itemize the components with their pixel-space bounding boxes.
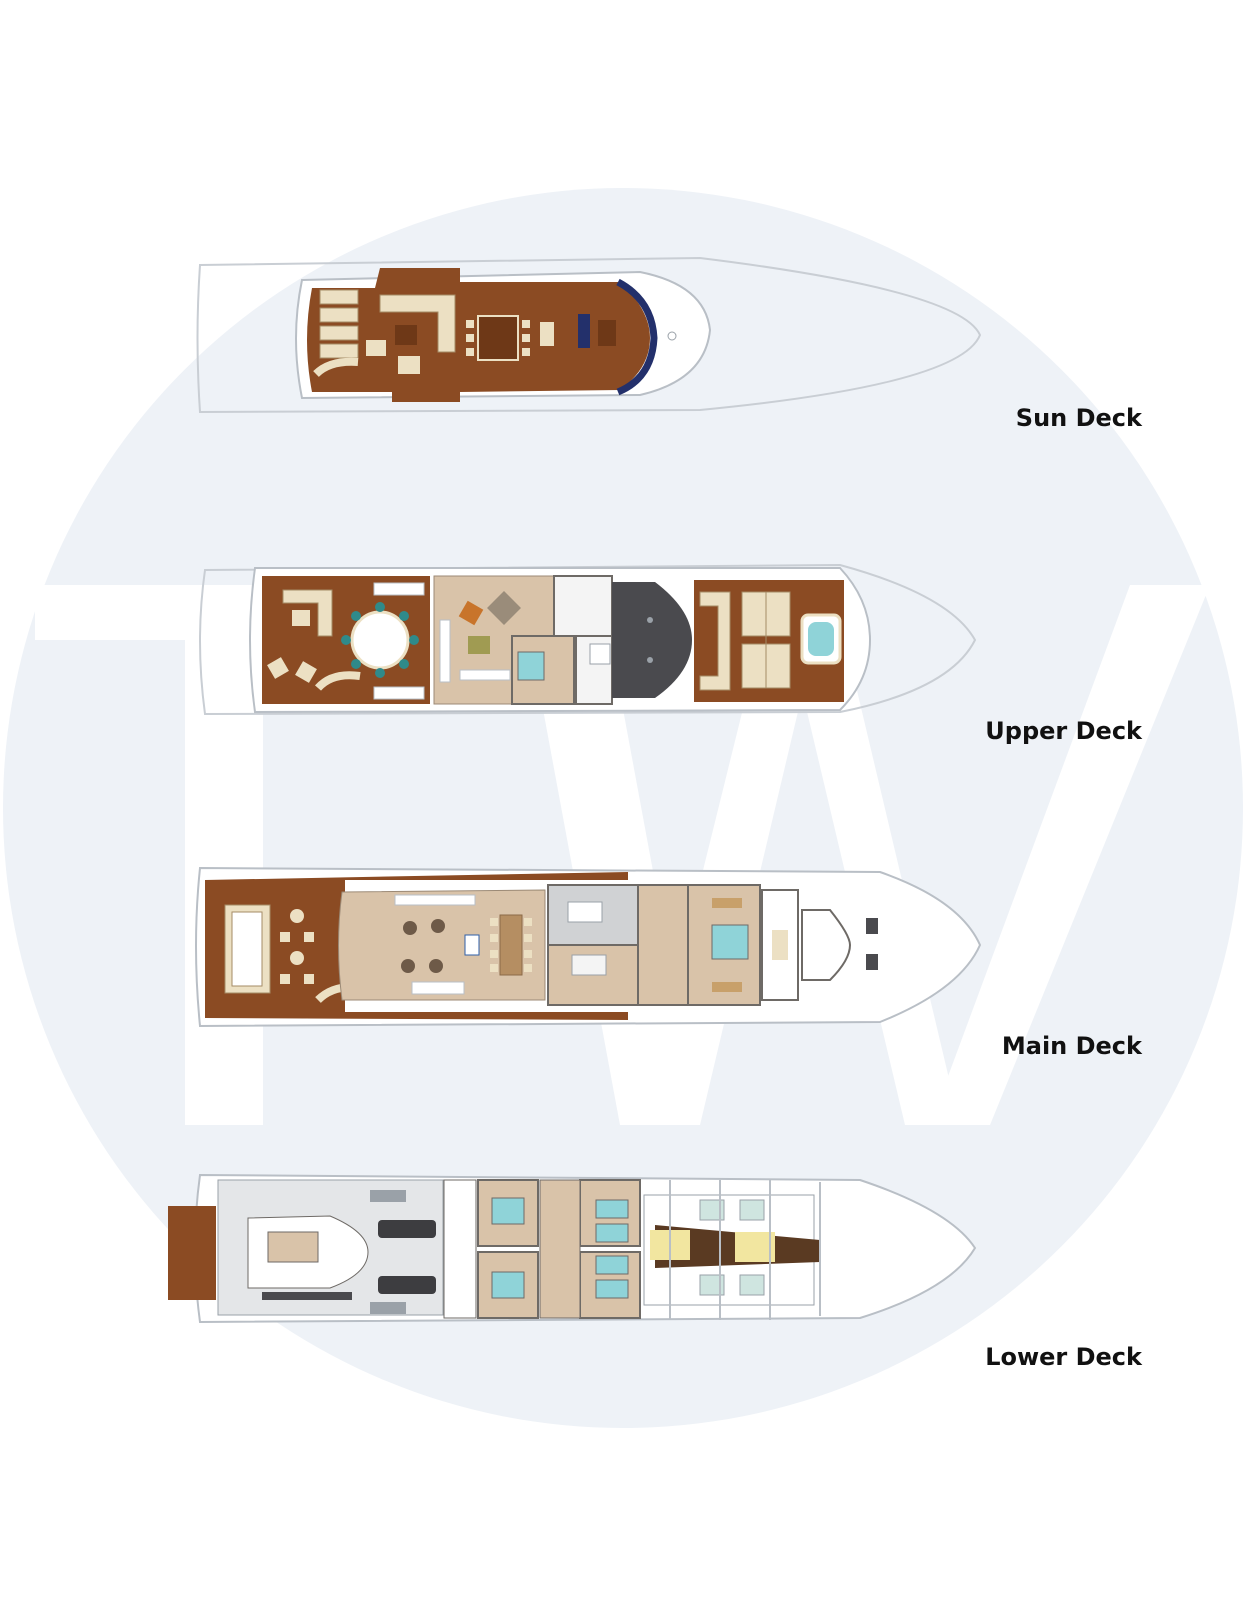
sun-deck-sunbeds: [319, 289, 359, 359]
sun-deck-windscreen: [616, 278, 658, 396]
upper-deck-label: Upper Deck: [985, 717, 1142, 745]
main-deck-saloon: [338, 889, 546, 1001]
lower-deck-engines: [378, 1220, 436, 1294]
sun-deck-plan: [196, 256, 982, 414]
lower-deck-swim-platform: [168, 1206, 216, 1300]
lower-deck-label: Lower Deck: [985, 1343, 1142, 1371]
main-deck-plan: [195, 866, 982, 1028]
upper-deck-hull-outline: [199, 563, 977, 716]
upper-deck-bridge: [612, 582, 692, 698]
sun-deck-hull-outline: [196, 256, 982, 414]
lower-deck-guest-cabins: [477, 1179, 641, 1319]
upper-deck-round-table: [341, 602, 419, 678]
sun-deck-label: Sun Deck: [1015, 404, 1142, 432]
main-deck-label: Main Deck: [1001, 1032, 1142, 1060]
upper-deck-plan: [199, 563, 977, 716]
lower-deck-plan: [168, 1173, 977, 1324]
